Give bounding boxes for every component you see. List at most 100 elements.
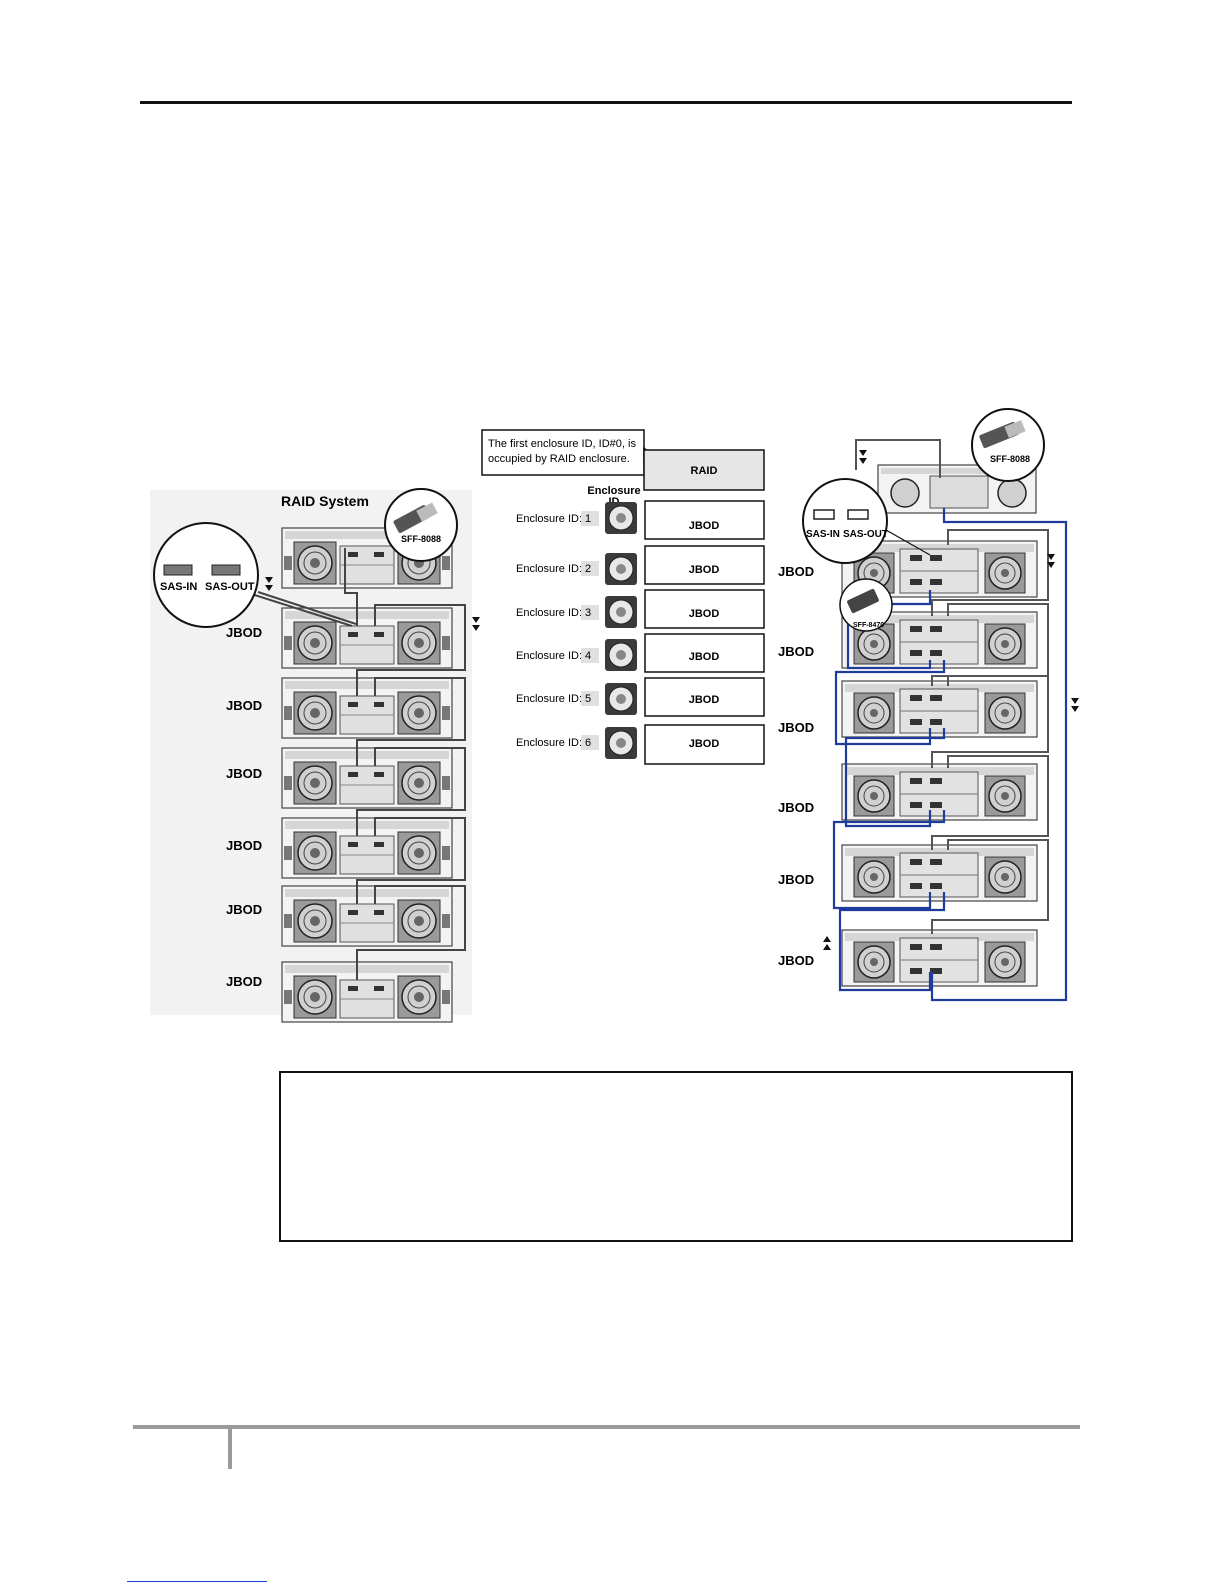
raid-callout-line1: The first enclosure ID, ID#0, is — [488, 438, 636, 450]
note-box — [279, 1071, 1073, 1242]
enclosure-id-value: 1 — [585, 513, 591, 525]
left-sas-out-label: SAS-OUT — [205, 581, 255, 593]
right-jbod-label: JBOD — [778, 720, 814, 735]
down-arrow-icon — [859, 450, 867, 464]
right-sff8088-callout — [971, 408, 1045, 482]
left-jbod-label: JBOD — [226, 625, 262, 640]
right-jbod-enclosure — [841, 680, 1038, 738]
jbod-box-label: JBOD — [689, 564, 720, 576]
left-jbod-enclosure — [281, 747, 453, 809]
enclosure-id-label: Enclosure ID: — [516, 563, 582, 575]
sas-in-port-icon — [813, 509, 835, 520]
rotary-dial-icon — [604, 726, 638, 760]
enclosure-id-value: 5 — [585, 693, 591, 705]
enclosure-id-row: Enclosure ID: 3 JBOD — [516, 589, 765, 629]
jbod-box-label: JBOD — [689, 694, 720, 706]
down-arrow-icon — [1071, 698, 1079, 712]
enclosure-id-row: Enclosure ID: 4 JBOD — [516, 633, 765, 673]
right-jbod-label: JBOD — [778, 800, 814, 815]
left-jbod-enclosure — [281, 885, 453, 947]
down-arrow-icon — [1047, 554, 1055, 568]
left-jbod-enclosure — [281, 817, 453, 879]
enclosure-id-row: Enclosure ID: 5 JBOD — [516, 677, 765, 717]
sas-in-port-icon — [163, 564, 193, 576]
down-arrow-icon — [265, 577, 273, 591]
left-sff8088-label: SFF-8088 — [401, 534, 441, 544]
raid-callout-line2: occupied by RAID enclosure. — [488, 453, 630, 465]
right-blue-cables — [832, 508, 1068, 1002]
raid-box-label: RAID — [691, 465, 718, 477]
left-jbod-label: JBOD — [226, 766, 262, 781]
middle-diagram: The first enclosure ID, ID#0, is occupie… — [481, 429, 765, 765]
enclosure-id-value: 3 — [585, 607, 591, 619]
raid-callout-box — [481, 429, 645, 476]
left-port-callout — [153, 522, 259, 628]
rotary-dial-icon — [604, 638, 638, 672]
sas-out-port-icon — [847, 509, 869, 520]
rotary-dial-icon — [604, 595, 638, 629]
bottom-link-underline[interactable] — [127, 1581, 267, 1582]
left-jbod-label: JBOD — [226, 698, 262, 713]
cabling-diagram: RAID System SFF-8088 SAS-IN SAS-OUT JBOD… — [150, 408, 1079, 1023]
jbod-box-label: JBOD — [689, 651, 720, 663]
down-arrow-icon — [472, 617, 480, 631]
right-sas-in-label: SAS-IN — [806, 529, 840, 540]
left-jbod-label: JBOD — [226, 838, 262, 853]
header-rule — [140, 101, 1072, 104]
right-jbod-enclosure — [841, 844, 1038, 902]
left-jbod-label: JBOD — [226, 974, 262, 989]
left-jbod-enclosure — [281, 607, 453, 669]
right-jbod-enclosure — [841, 763, 1038, 821]
right-sff8088-label: SFF-8088 — [990, 454, 1030, 464]
right-jbod-label: JBOD — [778, 644, 814, 659]
enclosure-id-row: Enclosure ID: 2 JBOD — [516, 545, 765, 586]
rotary-dial-icon — [604, 682, 638, 716]
right-sas-out-label: SAS-OUT — [843, 529, 888, 540]
enclosure-id-label: Enclosure ID: — [516, 650, 582, 662]
right-jbod-label: JBOD — [778, 872, 814, 887]
rotary-dial-icon — [604, 501, 638, 535]
jbod-box-label: JBOD — [689, 738, 720, 750]
enclosure-id-row: Enclosure ID: 6 JBOD — [516, 724, 765, 765]
jbod-box — [644, 500, 765, 540]
enclosure-id-label: Enclosure ID: — [516, 607, 582, 619]
left-jbod-enclosure — [281, 677, 453, 739]
jbod-box — [644, 589, 765, 629]
enclosure-id-value: 2 — [585, 563, 591, 575]
jbod-box — [644, 633, 765, 673]
jbod-box-label: JBOD — [689, 608, 720, 620]
sff8470-connector-icon — [847, 588, 879, 614]
enclosure-id-value: 4 — [585, 650, 591, 662]
jbod-box — [644, 724, 765, 765]
enclosure-id-value: 6 — [585, 737, 591, 749]
right-gray-cables — [855, 439, 1049, 934]
enclosure-id-label: Enclosure ID: — [516, 693, 582, 705]
jbod-box — [644, 545, 765, 585]
right-jbod-label: JBOD — [778, 953, 814, 968]
raid-system-title: RAID System — [281, 493, 369, 509]
up-arrow-icon — [823, 936, 831, 950]
rotary-dial-icon — [604, 552, 638, 586]
right-port-callout — [802, 478, 888, 564]
footer-rule — [133, 1425, 1080, 1429]
left-diagram: RAID System SFF-8088 SAS-IN SAS-OUT JBOD… — [150, 488, 480, 1023]
sas-out-port-icon — [211, 564, 241, 576]
enclosure-id-header-line1: Enclosure — [587, 485, 640, 497]
right-diagram: SFF-8088 SAS-IN SAS-OUT SFF-8470 JBOD JB… — [778, 408, 1079, 1002]
enclosure-id-row: Enclosure ID: 1 JBOD — [516, 500, 765, 540]
right-arrows — [823, 450, 1079, 950]
footer-divider — [228, 1429, 232, 1469]
jbod-box-label: JBOD — [689, 520, 720, 532]
raid-box — [643, 449, 765, 491]
jbod-box — [644, 677, 765, 717]
right-jbod-enclosure — [841, 929, 1038, 987]
left-sas-in-label: SAS-IN — [160, 581, 197, 593]
enclosure-id-label: Enclosure ID: — [516, 513, 582, 525]
enclosure-id-label: Enclosure ID: — [516, 737, 582, 749]
right-jbod-label: JBOD — [778, 564, 814, 579]
left-arrows — [265, 577, 480, 631]
left-jbod-label: JBOD — [226, 902, 262, 917]
left-jbod-enclosure — [281, 961, 453, 1023]
left-sff8088-callout — [384, 488, 458, 562]
sff8470-label: SFF-8470 — [853, 622, 884, 629]
